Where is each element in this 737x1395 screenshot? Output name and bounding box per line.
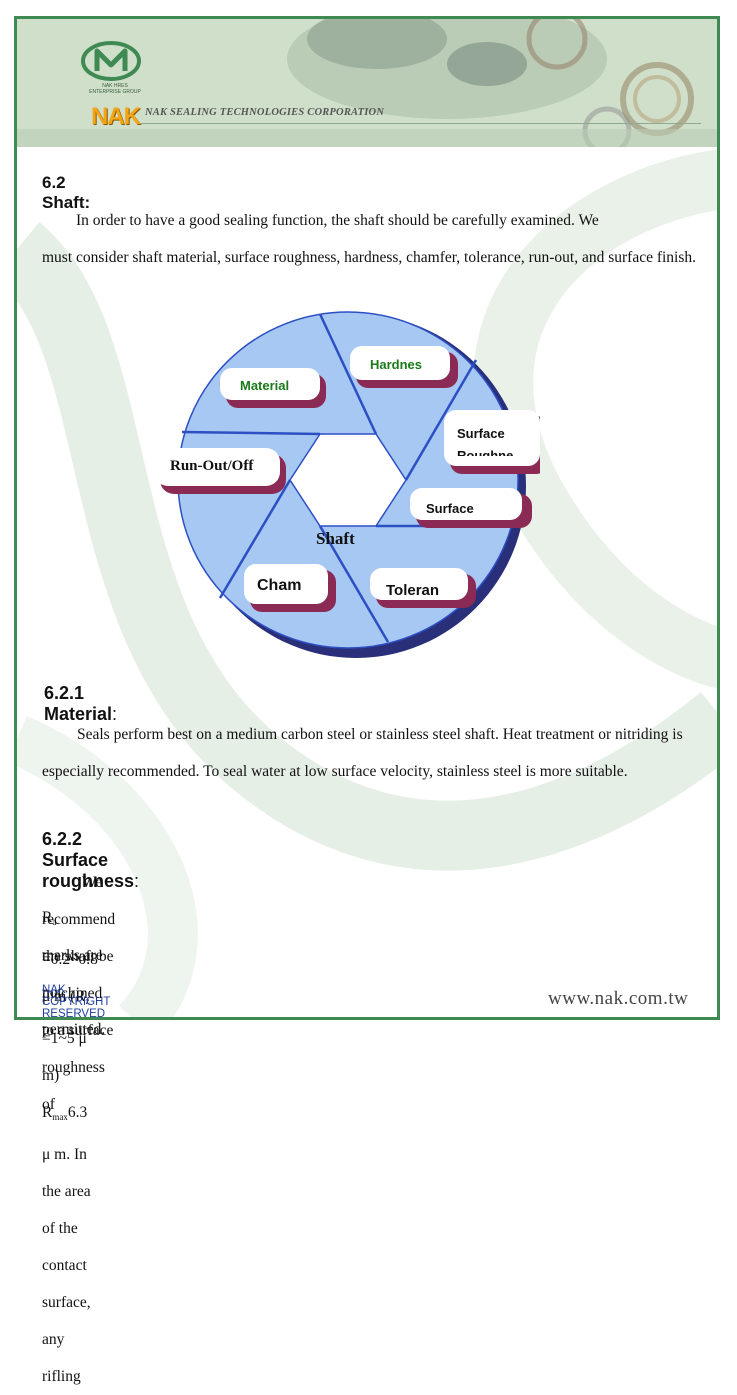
rmax-value: 6.3 μ m. In the area of the contact surf… bbox=[42, 1104, 91, 1385]
company-name: NAK SEALING TECHNOLOGIES CORPORATION bbox=[145, 107, 385, 118]
material-heading-colon: : bbox=[112, 704, 118, 724]
rz-sub: z bbox=[85, 996, 90, 1006]
tag-tolerance-label: Toleran bbox=[386, 582, 439, 599]
center-label: Shaft bbox=[316, 529, 355, 548]
ra-value: =0.2~0.8 μ m (R bbox=[42, 951, 98, 1005]
material-body: Seals perform best on a medium carbon st… bbox=[42, 726, 683, 780]
tag-runout-label: Run-Out/Off bbox=[170, 458, 254, 474]
ra-sub: a bbox=[52, 917, 57, 927]
tag-runout: Run-Out/Off bbox=[160, 448, 286, 494]
logo-caption: NAK HRES ENTERPRISE GROUP bbox=[89, 83, 141, 95]
header-rule bbox=[141, 123, 701, 124]
copyright-notice: NAK COPYRIGHT RESERVED bbox=[42, 984, 111, 1020]
roughness-heading-colon: : bbox=[134, 871, 140, 891]
material-heading: 6.2.1 Material: bbox=[44, 683, 117, 725]
banner-art bbox=[17, 19, 717, 147]
material-text: Seals perform best on a medium carbon st… bbox=[42, 716, 702, 790]
tag-chamfer-label: Cham bbox=[257, 577, 301, 594]
tag-hardness-label: Hardnes bbox=[370, 357, 422, 372]
tag-surface-label: Surface bbox=[426, 501, 474, 516]
roughness-line3: marks are not permitted. bbox=[42, 947, 106, 1038]
tag-material: Material bbox=[220, 368, 326, 408]
rmax-sub: max bbox=[52, 1112, 68, 1122]
company-logo-icon bbox=[81, 41, 141, 81]
roughness-heading: 6.2.2 Surface roughness: bbox=[42, 829, 139, 892]
material-heading-text: 6.2.1 Material bbox=[44, 683, 113, 724]
website-link[interactable]: www.nak.com.tw bbox=[548, 988, 689, 1009]
intro-remaining: must consider shaft material, surface ro… bbox=[42, 249, 697, 266]
tag-material-label: Material bbox=[240, 378, 289, 393]
nak-logo: NAK bbox=[91, 103, 141, 130]
tag-hardness: Hardnes bbox=[350, 346, 458, 388]
tag-chamfer: Cham bbox=[244, 564, 336, 612]
page-frame: NAK HRES ENTERPRISE GROUP NAK NAK SEALIN… bbox=[14, 16, 720, 1020]
intro-first-line: In order to have a good sealing function… bbox=[76, 212, 599, 229]
ra-symbol: R bbox=[42, 909, 53, 926]
tag-tolerance: Toleran bbox=[370, 568, 476, 608]
page-header: NAK HRES ENTERPRISE GROUP NAK NAK SEALIN… bbox=[17, 19, 717, 147]
shaft-intro: In order to have a good sealing function… bbox=[42, 202, 702, 276]
tag-surface: Surface bbox=[410, 488, 532, 528]
roughness-heading-text: 6.2.2 Surface roughness bbox=[42, 829, 135, 891]
section-title: 6.2 Shaft: bbox=[42, 173, 91, 212]
